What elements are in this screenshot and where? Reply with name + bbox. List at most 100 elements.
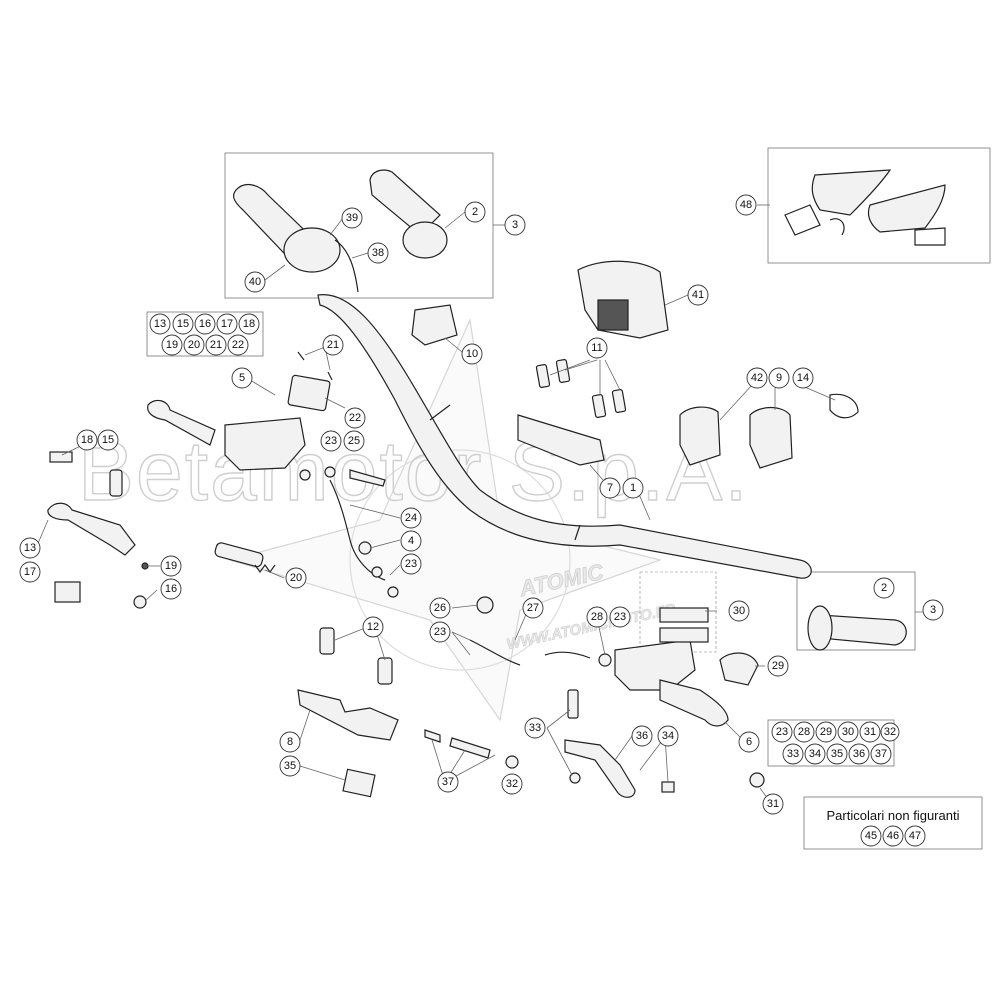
svg-text:32: 32 bbox=[884, 726, 896, 738]
ref-17: 17 bbox=[216, 313, 238, 335]
svg-text:30: 30 bbox=[842, 726, 854, 738]
grip-right bbox=[819, 614, 907, 646]
callout-41: 41 bbox=[687, 284, 709, 306]
ref-r-36: 36 bbox=[848, 743, 870, 765]
instrument-mount bbox=[597, 299, 629, 331]
svg-text:29: 29 bbox=[772, 660, 784, 672]
callout-22: 22 bbox=[344, 407, 366, 429]
callout-6: 6 bbox=[738, 731, 760, 753]
callout-24: 24 bbox=[400, 507, 422, 529]
dust-cap-17 bbox=[54, 581, 81, 603]
svg-text:1: 1 bbox=[630, 482, 636, 494]
clamp-30-box bbox=[639, 571, 717, 653]
ref-r-34: 34 bbox=[804, 743, 826, 765]
note-title: Particolari non figuranti bbox=[827, 808, 960, 823]
callout-7: 7 bbox=[599, 477, 621, 499]
svg-text:6: 6 bbox=[746, 736, 752, 748]
handguard-left bbox=[811, 169, 892, 216]
spring-20 bbox=[254, 563, 276, 574]
reservoir-cap-30a bbox=[659, 607, 709, 623]
ref-22: 22 bbox=[227, 334, 249, 356]
handguard-clamps bbox=[784, 204, 946, 246]
ref-21: 21 bbox=[205, 334, 227, 356]
svg-text:35: 35 bbox=[284, 760, 296, 772]
svg-text:23: 23 bbox=[434, 626, 446, 638]
bolt-33 bbox=[567, 689, 579, 719]
adjuster-spring-37 bbox=[424, 729, 441, 743]
watermark-ring bbox=[349, 449, 571, 671]
svg-text:47: 47 bbox=[909, 830, 921, 842]
callout-21: 21 bbox=[322, 334, 344, 356]
note-ref-46: 46 bbox=[882, 825, 904, 847]
svg-text:4: 4 bbox=[408, 535, 414, 547]
clutch-master-cylinder bbox=[224, 417, 306, 471]
cable-tie-14 bbox=[829, 393, 859, 419]
clutch-lever-13 bbox=[47, 502, 136, 556]
svg-text:23: 23 bbox=[776, 726, 788, 738]
washer-23a2 bbox=[324, 466, 336, 478]
svg-text:30: 30 bbox=[733, 605, 745, 617]
svg-text:34: 34 bbox=[662, 730, 674, 742]
callout-38: 38 bbox=[367, 242, 389, 264]
svg-text:18: 18 bbox=[243, 318, 255, 330]
svg-text:22: 22 bbox=[232, 339, 244, 351]
callout-5: 5 bbox=[231, 367, 253, 389]
callout-18: 18 bbox=[76, 429, 98, 451]
left-lever-refs-box bbox=[146, 311, 264, 357]
svg-text:32: 32 bbox=[506, 778, 518, 790]
ref-r-32: 32 bbox=[880, 722, 900, 742]
watermark-star bbox=[227, 317, 663, 722]
svg-text:31: 31 bbox=[767, 798, 779, 810]
handguard-kit-box bbox=[767, 147, 991, 264]
ref-r-31: 31 bbox=[859, 721, 881, 743]
clutch-lever-top bbox=[147, 399, 216, 446]
brake-lever-36 bbox=[564, 739, 636, 798]
adjuster-rod-37 bbox=[449, 737, 491, 759]
throttle-kit-box bbox=[224, 152, 494, 299]
ref-r-29: 29 bbox=[815, 721, 837, 743]
callout-20: 20 bbox=[285, 567, 307, 589]
callout-8: 8 bbox=[279, 731, 301, 753]
svg-text:37: 37 bbox=[442, 776, 454, 788]
svg-text:33: 33 bbox=[529, 722, 541, 734]
reservoir-cap-30b bbox=[659, 627, 709, 643]
svg-text:40: 40 bbox=[249, 276, 261, 288]
callout-2-top: 2 bbox=[464, 201, 486, 223]
callout-19: 19 bbox=[160, 555, 182, 577]
right-grip-box bbox=[796, 571, 916, 651]
reservoir-cover-22 bbox=[287, 374, 331, 412]
svg-text:41: 41 bbox=[692, 289, 704, 301]
callout-17: 17 bbox=[19, 561, 41, 583]
ref-19: 19 bbox=[161, 334, 183, 356]
callout-28: 28 bbox=[586, 606, 608, 628]
callout-35: 35 bbox=[279, 755, 301, 777]
screw-21a bbox=[297, 351, 305, 361]
nut-33 bbox=[569, 772, 581, 784]
svg-text:28: 28 bbox=[591, 611, 603, 623]
svg-text:23: 23 bbox=[325, 435, 337, 447]
callout-10: 10 bbox=[461, 343, 483, 365]
svg-text:3: 3 bbox=[512, 219, 518, 231]
svg-text:27: 27 bbox=[527, 602, 539, 614]
svg-text:31: 31 bbox=[864, 726, 876, 738]
callout-9: 9 bbox=[768, 367, 790, 389]
right-lever-ref-group: 23 28 29 30 31 32 33 34 35 36 37 bbox=[771, 721, 900, 765]
svg-text:9: 9 bbox=[776, 372, 782, 384]
svg-text:10: 10 bbox=[466, 348, 478, 360]
handlebar-knurl-2 bbox=[574, 524, 581, 541]
svg-text:33: 33 bbox=[787, 748, 799, 760]
pin-15 bbox=[109, 469, 123, 497]
svg-text:8: 8 bbox=[287, 736, 293, 748]
throttle-housing bbox=[283, 227, 341, 273]
callout-48: 48 bbox=[735, 194, 757, 216]
svg-text:11: 11 bbox=[591, 342, 602, 354]
brake-master-cylinder bbox=[614, 639, 696, 691]
svg-text:46: 46 bbox=[887, 830, 899, 842]
svg-text:3: 3 bbox=[930, 604, 936, 616]
callout-26: 26 bbox=[429, 597, 451, 619]
svg-text:36: 36 bbox=[853, 748, 865, 760]
ref-r-35: 35 bbox=[826, 743, 848, 765]
ref-16: 16 bbox=[194, 313, 216, 335]
nut-16 bbox=[133, 595, 147, 609]
callout-15: 15 bbox=[97, 429, 119, 451]
